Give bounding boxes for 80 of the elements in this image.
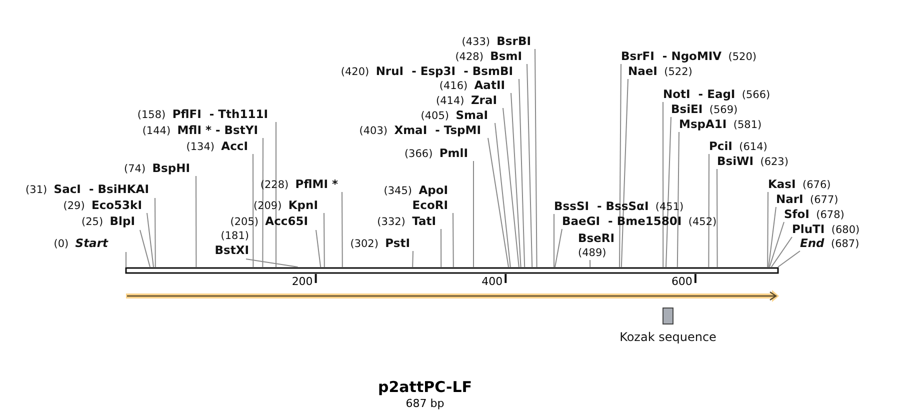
site-label: (134) AccI bbox=[186, 139, 248, 154]
leader-line bbox=[510, 92, 522, 268]
site-label: (366) PmlI bbox=[404, 146, 468, 161]
site-label: (29) Eco53kI bbox=[63, 198, 142, 213]
site-label: (158) PflFI - Tth111I bbox=[137, 107, 268, 122]
leader-line bbox=[662, 102, 664, 268]
site-label: (228) PflMI * bbox=[260, 177, 338, 192]
scale-label: 600 bbox=[671, 275, 692, 288]
scale-label: 400 bbox=[482, 275, 503, 288]
leader-line bbox=[440, 228, 442, 268]
site-label: PluTI (680) bbox=[792, 222, 860, 237]
leader-line bbox=[412, 250, 414, 268]
site-label: (302) PstI bbox=[350, 236, 410, 251]
site-label: (0) Start bbox=[54, 236, 108, 251]
leader-line bbox=[324, 212, 325, 268]
site-label: BsrFI - NgoMIV (520) bbox=[621, 49, 757, 64]
leader-line bbox=[502, 108, 520, 268]
site-label: (414) ZraI bbox=[436, 93, 497, 108]
site-label: (416) AatII bbox=[439, 78, 505, 93]
site-label: (74) BspHI bbox=[124, 161, 190, 176]
leader-line bbox=[452, 212, 454, 268]
site-label: BsiEI (569) bbox=[671, 102, 738, 117]
site-label: (403) XmaI - TspMI bbox=[359, 123, 481, 138]
leader-line bbox=[778, 250, 800, 268]
site-label: (405) SmaI bbox=[420, 108, 488, 123]
map-title: p2attPC-LF bbox=[376, 378, 473, 396]
site-label: (25) BlpI bbox=[82, 214, 135, 229]
scale-label: 200 bbox=[292, 275, 313, 288]
leader-line bbox=[154, 198, 156, 268]
site-label: NarI (677) bbox=[776, 192, 838, 207]
site-label: BssSI - BssSαI (451) bbox=[554, 199, 684, 214]
leader-line bbox=[676, 132, 680, 268]
site-label: (209) KpnI bbox=[253, 198, 318, 213]
sequence-length: 687 bp bbox=[404, 397, 446, 410]
leader-line bbox=[708, 154, 710, 268]
leader-line bbox=[342, 192, 343, 268]
leader-line bbox=[620, 78, 628, 268]
site-label: MspA1I (581) bbox=[679, 117, 762, 132]
leader-line bbox=[518, 78, 526, 268]
feature-label: Kozak sequence bbox=[618, 330, 718, 344]
site-label: (31) SacI - BsiHKAI bbox=[26, 182, 149, 197]
site-label: BsiWI (623) bbox=[717, 154, 788, 169]
site-label: (345) ApoI EcoRI bbox=[384, 183, 448, 213]
leader-line bbox=[619, 64, 622, 268]
leader-line bbox=[526, 64, 533, 268]
site-label: NotI - EagI (566) bbox=[663, 87, 770, 102]
leader-line bbox=[316, 230, 322, 268]
leader-line bbox=[252, 154, 254, 268]
site-label: End (687) bbox=[800, 236, 860, 251]
site-label: (420) NruI - Esp3I - BsmBI bbox=[340, 64, 513, 79]
site-label: NaeI (522) bbox=[628, 64, 692, 79]
leader-line bbox=[488, 138, 509, 268]
leader-line bbox=[473, 160, 474, 268]
sequence-backbone bbox=[125, 267, 779, 274]
site-label: KasI (676) bbox=[768, 177, 831, 192]
site-label: (332) TatI bbox=[377, 214, 436, 229]
site-label: (144) MflI * - BstYI bbox=[142, 123, 258, 138]
leader-line bbox=[768, 206, 776, 268]
leader-line bbox=[767, 192, 768, 268]
leader-line bbox=[769, 222, 784, 268]
leader-line bbox=[666, 116, 672, 268]
site-label: (433) BsrBI bbox=[462, 34, 531, 49]
leader-line bbox=[716, 168, 718, 268]
site-label: (205) Acc65I bbox=[230, 214, 308, 229]
site-label: BaeGI - Bme1580I (452) bbox=[562, 214, 717, 229]
site-label: SfoI (678) bbox=[784, 207, 844, 222]
leader-line bbox=[246, 258, 298, 268]
leader-line bbox=[262, 138, 264, 268]
site-label: (428) BsmI bbox=[455, 49, 522, 64]
site-label: PciI (614) bbox=[709, 139, 768, 154]
leader-line bbox=[196, 176, 197, 268]
site-label: (181) BstXI bbox=[214, 229, 249, 258]
leader-line bbox=[770, 236, 792, 268]
leader-line bbox=[494, 122, 511, 268]
leader-line bbox=[140, 230, 150, 268]
leader-line bbox=[590, 260, 591, 268]
leader-line bbox=[554, 228, 562, 268]
leader-line bbox=[534, 48, 538, 268]
site-label: BseRI (489) bbox=[578, 231, 615, 260]
leader-line bbox=[146, 212, 154, 268]
